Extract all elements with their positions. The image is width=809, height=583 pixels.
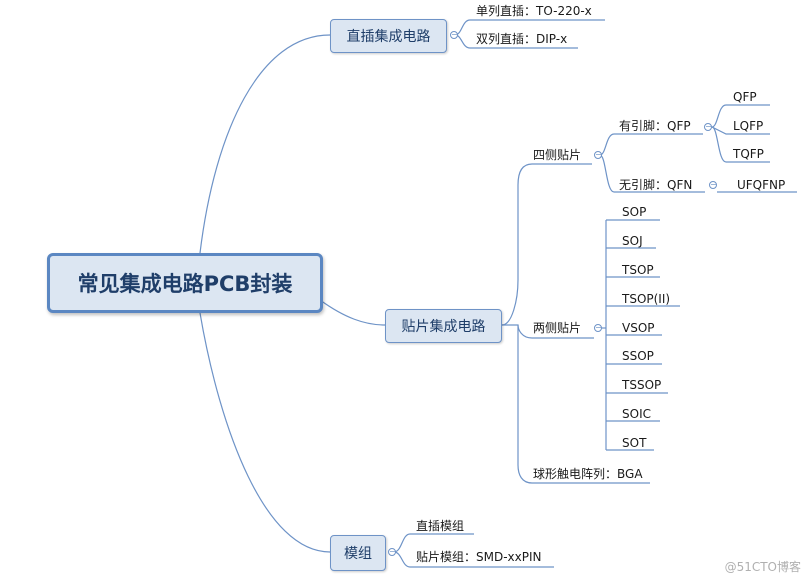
edge-smd-fork (501, 163, 533, 326)
leaf-ssop[interactable]: SSOP (622, 349, 654, 363)
leaf-through-hole-module[interactable]: 直插模组 (416, 519, 465, 533)
collapse-toggle-icon[interactable] (704, 123, 712, 131)
leaf-smd-module[interactable]: 贴片模组：SMD-xxPIN (416, 550, 542, 564)
node-leaded-qfp[interactable]: 有引脚：QFP (619, 119, 691, 133)
leaf-soj[interactable]: SOJ (622, 234, 643, 248)
collapse-toggle-icon[interactable] (388, 548, 396, 556)
edge-root-module (199, 312, 331, 553)
edge-root-smd (319, 299, 386, 326)
edge-root-dip (199, 34, 331, 254)
leaf-sot[interactable]: SOT (622, 436, 647, 450)
node-module[interactable]: 模组 (330, 535, 386, 571)
leaf-soic[interactable]: SOIC (622, 407, 651, 421)
node-dual-smd[interactable]: 两侧贴片 (533, 321, 582, 335)
leaf-sop[interactable]: SOP (622, 205, 647, 219)
leaf-tsop[interactable]: TSOP (622, 263, 654, 277)
leaf-lqfp[interactable]: LQFP (733, 119, 764, 133)
node-bga[interactable]: 球形触电阵列：BGA (533, 467, 643, 481)
leaf-tssop[interactable]: TSSOP (622, 378, 662, 392)
node-quad-smd[interactable]: 四侧贴片 (533, 148, 582, 162)
node-dip-ic[interactable]: 直插集成电路 (330, 19, 447, 53)
leaf-qfp[interactable]: QFP (733, 90, 757, 104)
watermark: @51CTO博客 (724, 560, 801, 574)
node-smd-ic[interactable]: 贴片集成电路 (385, 309, 502, 343)
collapse-toggle-icon[interactable] (594, 151, 602, 159)
node-leadless-qfn[interactable]: 无引脚：QFN (619, 178, 693, 192)
root-node[interactable]: 常见集成电路PCB封装 (47, 253, 323, 313)
collapse-toggle-icon[interactable] (450, 31, 458, 39)
leaf-tqfp[interactable]: TQFP (733, 147, 764, 161)
leaf-tsop-ii[interactable]: TSOP(II) (622, 292, 671, 306)
leaf-ufqfnp[interactable]: UFQFNP (737, 178, 786, 192)
leaf-dip[interactable]: 双列直插：DIP-x (476, 32, 568, 46)
leaf-sip[interactable]: 单列直插：TO-220-x (476, 4, 592, 18)
collapse-toggle-icon[interactable] (594, 324, 602, 332)
collapse-toggle-icon[interactable] (709, 181, 717, 189)
leaf-vsop[interactable]: VSOP (622, 321, 655, 335)
